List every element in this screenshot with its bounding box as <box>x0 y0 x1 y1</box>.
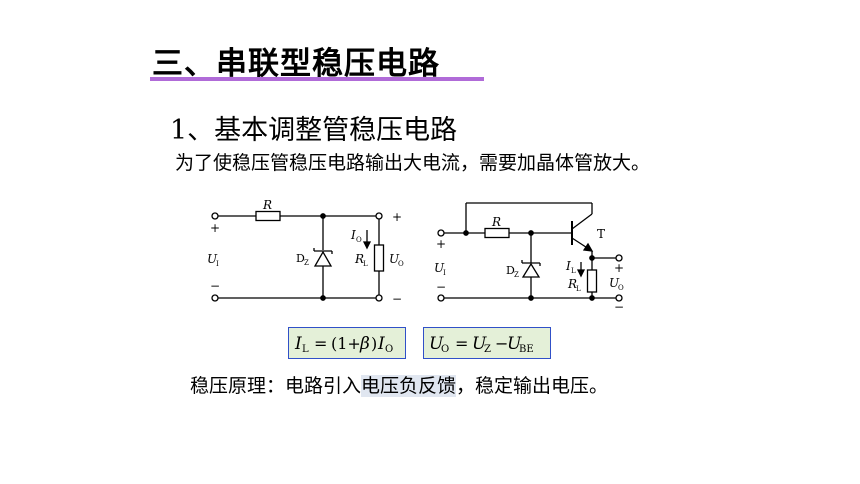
left-minus-out: − <box>392 292 402 306</box>
right-t-label: T <box>597 227 605 241</box>
right-minus-in: − <box>436 280 446 294</box>
left-rl-sub: L <box>363 260 368 268</box>
f2-u3: U <box>507 334 522 354</box>
f2-o: O <box>441 344 449 355</box>
f2-z: Z <box>484 344 491 355</box>
right-ui-sub: I <box>443 269 446 277</box>
formula-uo: U O = U Z − U BE <box>423 327 551 359</box>
right-il-sub: L <box>571 267 576 275</box>
right-plus-out: + <box>614 261 624 275</box>
left-io-sub: O <box>356 236 362 244</box>
right-uo-label: U <box>609 276 620 290</box>
formula-il: I L = (1+ β ) I O <box>288 327 406 359</box>
formula-uo-svg: U O = U Z − U BE <box>429 334 534 355</box>
left-r-label: R <box>262 198 272 212</box>
intro-text: 为了使稳压管稳压电路输出大电流，需要加晶体管放大。 <box>175 152 651 174</box>
right-rl-label: R <box>567 277 577 291</box>
title-underline <box>150 77 484 81</box>
f1-o: O <box>385 344 393 355</box>
f2-u: U <box>429 334 444 354</box>
left-plus-out: + <box>392 210 402 224</box>
f1-paren: (1+ <box>331 334 361 353</box>
f1-l: L <box>302 344 309 355</box>
left-dz-sub: Z <box>304 259 309 267</box>
right-il-label: I <box>565 259 571 273</box>
right-plus-in: + <box>436 237 446 251</box>
f1-i: I <box>294 334 302 354</box>
right-dz-sub: Z <box>514 271 519 279</box>
right-circuit <box>437 202 623 302</box>
left-ui-label: U <box>207 252 218 266</box>
f2-be: BE <box>519 344 534 355</box>
right-r-label: R <box>491 215 501 229</box>
f2-minus: − <box>495 334 508 353</box>
f1-close: ) <box>371 334 377 353</box>
section-subtitle: 1、基本调整管稳压电路 <box>170 115 458 146</box>
right-rl-sub: L <box>576 285 581 293</box>
principle-prefix: 稳压原理：电路引入 <box>190 375 362 397</box>
right-minus-out: − <box>614 300 624 314</box>
f1-beta: β <box>359 334 370 354</box>
left-ui-sub: I <box>216 260 219 268</box>
f2-u2: U <box>472 334 487 354</box>
right-uo-sub: O <box>618 284 624 292</box>
left-plus-in: + <box>210 221 220 235</box>
left-io-label: I <box>350 228 356 242</box>
left-minus-in: − <box>210 279 220 293</box>
right-ui-label: U <box>434 261 445 275</box>
left-rl-label: R <box>354 252 364 266</box>
principle-text: 稳压原理：电路引入电压负反馈，稳定输出电压。 <box>190 371 608 398</box>
left-dz-label: D <box>296 252 305 265</box>
right-dz-label: D <box>506 264 515 277</box>
formula-il-svg: I L = (1+ β ) I O <box>294 334 393 355</box>
f1-i2: I <box>377 334 385 354</box>
principle-suffix: ，稳定输出电压。 <box>456 375 609 397</box>
left-circuit <box>211 210 385 302</box>
left-uo-sub: O <box>398 260 404 268</box>
left-uo-label: U <box>389 252 400 266</box>
f1-eq: = <box>314 334 327 353</box>
principle-highlight: 电压负反馈 <box>361 375 457 397</box>
slide-title: 三、串联型稳压电路 <box>152 46 440 82</box>
f2-eq: = <box>455 334 468 353</box>
